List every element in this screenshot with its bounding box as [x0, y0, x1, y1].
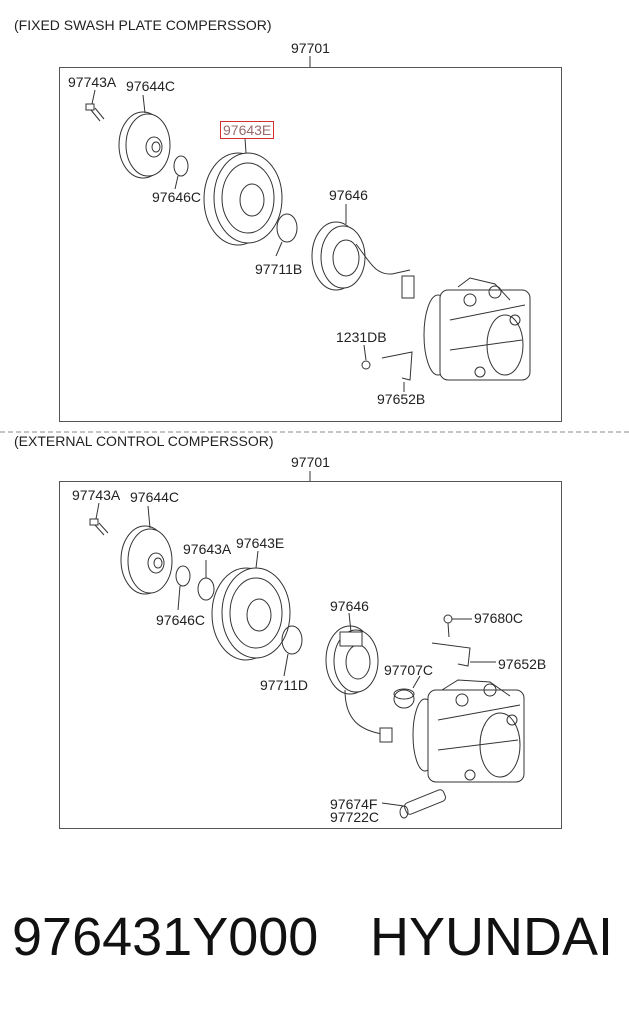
label-97646C-s1: 97646C	[152, 189, 202, 205]
compressor-body-1	[423, 277, 531, 381]
bracket-part-2	[431, 642, 471, 667]
label-97711D-s2: 97711D	[260, 677, 309, 693]
label-97707C-s2: 97707C	[384, 662, 434, 678]
pulley-part-1	[203, 152, 283, 246]
shim-part-2	[175, 565, 191, 587]
section1-assembly-number: 97701	[291, 40, 330, 56]
label-97646-s2: 97646	[330, 598, 369, 614]
label-97722C-s2: 97722C	[330, 809, 380, 825]
hub-part-2	[120, 525, 173, 595]
label-97643A-s2: 97643A	[183, 541, 232, 557]
section2-assembly-number: 97701	[291, 454, 330, 470]
brand-name: HYUNDAI	[370, 907, 614, 967]
label-97711B-s1: 97711B	[255, 261, 303, 277]
label-97643E-s1-highlighted[interactable]: 97643E	[220, 121, 275, 139]
valve-part-2	[399, 789, 447, 819]
section1-title: (FIXED SWASH PLATE COMPERSSOR)	[14, 17, 272, 33]
label-97646-s1: 97646	[329, 187, 368, 203]
label-97674F-s2: 97674F	[330, 796, 378, 812]
label-97652B-s1: 97652B	[377, 391, 426, 407]
hub-part-1	[118, 111, 171, 179]
compressor-body-2	[412, 679, 525, 783]
bolt-part-2	[89, 518, 109, 536]
section2-frame	[59, 481, 562, 829]
label-97652B-s2: 97652B	[498, 656, 547, 672]
bolt-part-1	[85, 103, 105, 122]
label-97644C-s1: 97644C	[126, 78, 176, 94]
cap-part-2	[393, 688, 415, 709]
label-97643E-s2: 97643E	[236, 535, 285, 551]
bracket-part-1	[381, 351, 413, 381]
label-97680C-s2: 97680C	[474, 610, 524, 626]
part-number: 976431Y000	[12, 907, 319, 967]
screw-part-1	[361, 360, 371, 370]
label-97644C-s2: 97644C	[130, 489, 180, 505]
coil-part-2	[325, 625, 393, 743]
shim-part-1	[173, 155, 189, 177]
label-1231DB-s1: 1231DB	[336, 329, 387, 345]
snap-ring-part-1	[276, 213, 298, 243]
section1-frame	[59, 67, 562, 422]
label-97743A-s2: 97743A	[72, 487, 121, 503]
label-97743A-s1: 97743A	[68, 74, 117, 90]
pulley-part-2	[211, 567, 291, 661]
label-97646C-s2: 97646C	[156, 612, 206, 628]
section2-title: (EXTERNAL CONTROL COMPERSSOR)	[14, 433, 274, 449]
coil-part-1	[311, 221, 415, 299]
snap-ring-part-2	[281, 625, 303, 655]
